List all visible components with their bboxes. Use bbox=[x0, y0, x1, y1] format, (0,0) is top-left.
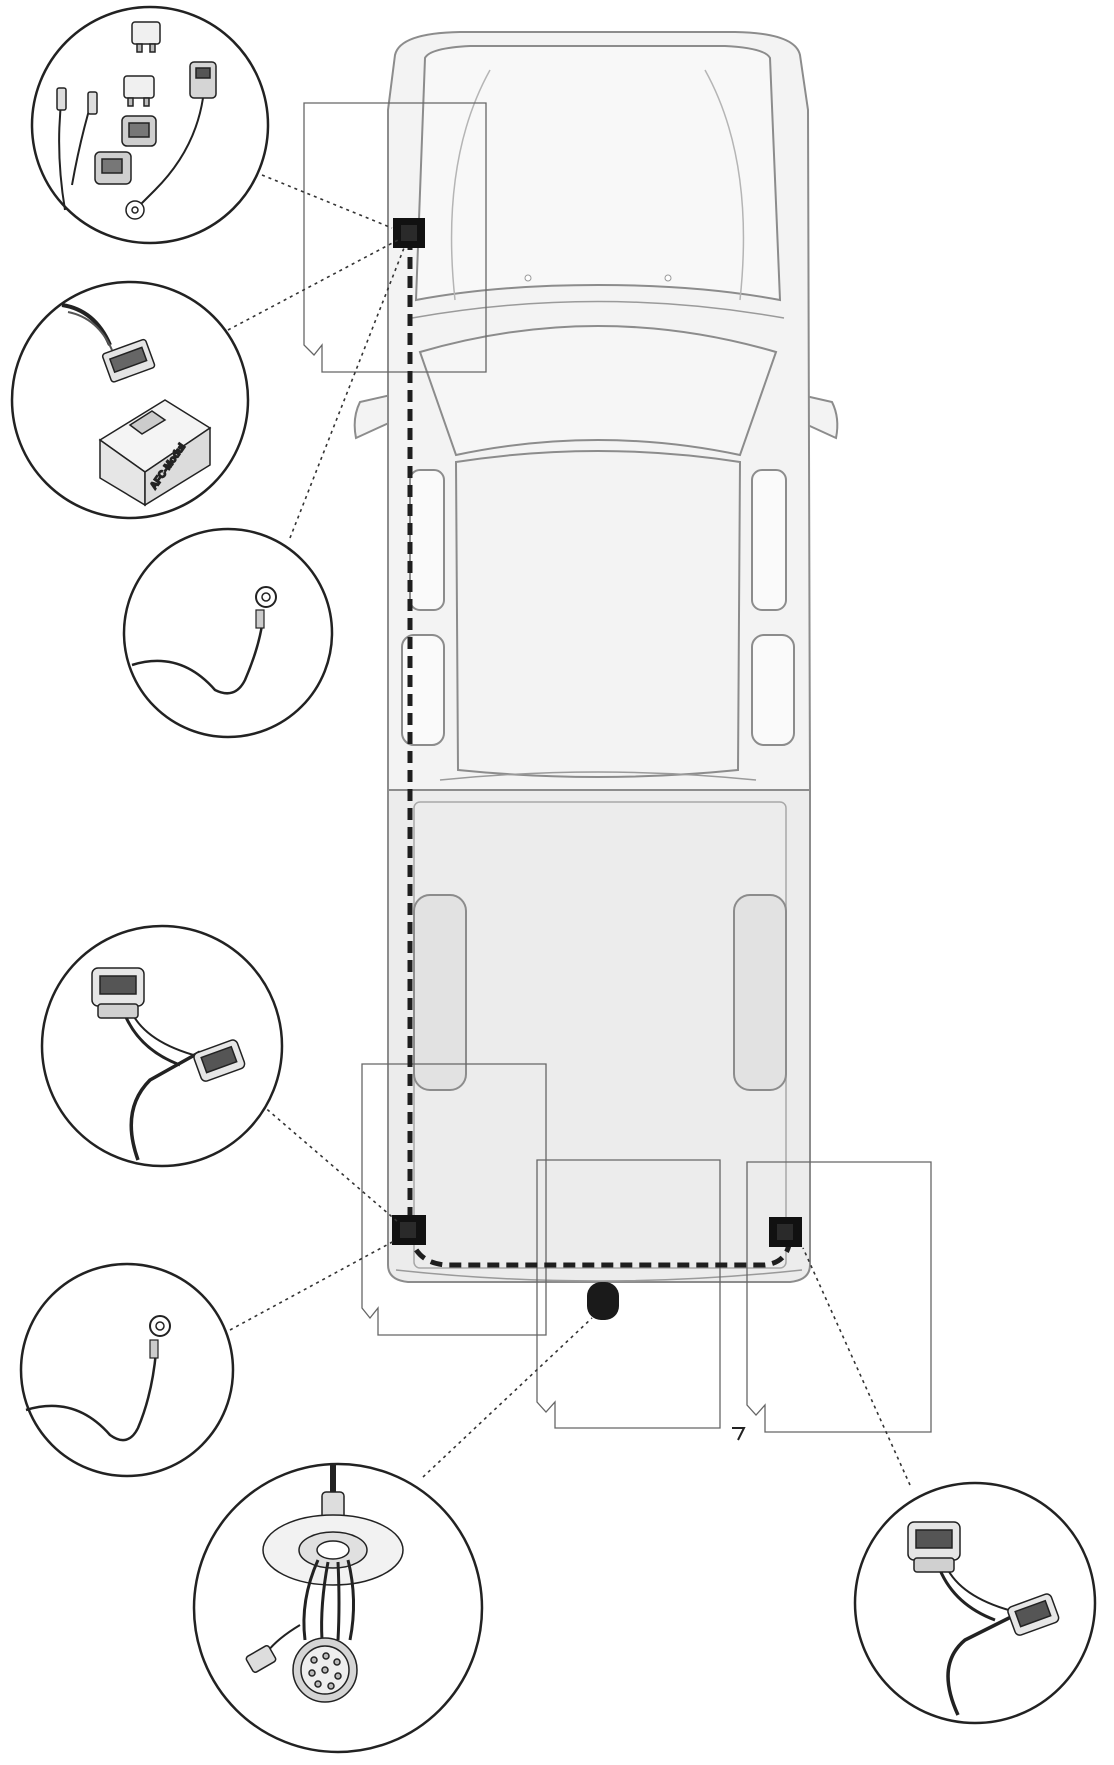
leader-afc-module bbox=[227, 239, 399, 331]
leader-lines bbox=[227, 174, 911, 1486]
leader-fuse-kit bbox=[261, 174, 393, 229]
tail-light-plug-adapter-icon bbox=[907, 1521, 1060, 1716]
rear-right-install-frame bbox=[746, 1161, 932, 1433]
wire-harness bbox=[407, 238, 793, 1268]
tow-hitch bbox=[587, 1282, 619, 1320]
rear-left-install-frame bbox=[361, 1063, 547, 1336]
right-rear-window bbox=[751, 634, 795, 746]
windshield bbox=[418, 325, 778, 457]
right-front-window bbox=[751, 469, 787, 611]
callout-circle bbox=[122, 527, 334, 739]
ring-terminal-ground-icon bbox=[131, 586, 277, 695]
callout-fuse-kit bbox=[30, 5, 270, 245]
callout-rear-ground bbox=[19, 1262, 235, 1478]
callout-trailer-socket bbox=[192, 1462, 484, 1754]
callout-left-tail-connector bbox=[40, 924, 284, 1168]
front-install-frame bbox=[303, 102, 487, 373]
13-pin-trailer-socket-icon bbox=[245, 1465, 404, 1703]
ring-terminal-ground-icon bbox=[25, 1315, 171, 1442]
rear-center-install-frame bbox=[536, 1159, 721, 1429]
leader-left-tail-connector bbox=[261, 1104, 399, 1223]
callout-circle bbox=[853, 1481, 1097, 1725]
left-wheel-well bbox=[413, 894, 467, 1091]
roof bbox=[454, 450, 742, 778]
cargo-bed bbox=[387, 789, 811, 1283]
right-wheel-well bbox=[733, 894, 787, 1091]
callout-front-ground bbox=[122, 527, 334, 739]
leader-trailer-socket bbox=[422, 1317, 593, 1478]
tail-light-plug-adapter-icon bbox=[91, 967, 246, 1161]
callout-circle bbox=[19, 1262, 235, 1478]
callout-circle bbox=[40, 924, 284, 1168]
afc-module-icon: AFC-Modul bbox=[61, 303, 212, 507]
pickup-truck-top-view bbox=[353, 31, 839, 1283]
rear-harness-run bbox=[407, 1231, 793, 1268]
left-front-window bbox=[409, 469, 445, 611]
leader-right-tail-connector bbox=[802, 1247, 911, 1486]
fuse-and-connector-kit-icon bbox=[56, 21, 217, 220]
callout-afc-module: AFC-Modul bbox=[10, 280, 250, 520]
left-rear-window bbox=[401, 634, 445, 746]
leader-front-ground bbox=[289, 247, 405, 539]
callout-right-tail-connector bbox=[853, 1481, 1097, 1725]
installation-frames bbox=[303, 102, 932, 1441]
hood bbox=[414, 45, 782, 302]
